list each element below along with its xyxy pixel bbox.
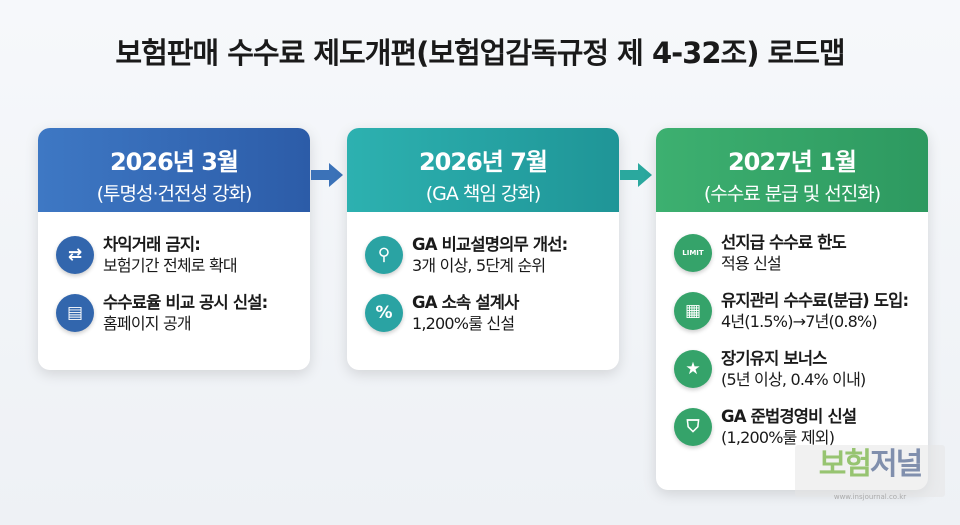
- list-item: ▦ 유지관리 수수료(분급) 도입: 4년(1.5%)→7년(0.8%): [674, 290, 928, 332]
- item-title: 선지급 수수료 한도: [721, 233, 847, 252]
- page-title: 보험판매 수수료 제도개편(보험업감독규정 제 4-32조) 로드맵: [115, 36, 845, 70]
- item-title: 유지관리 수수료(분급) 도입:: [721, 291, 909, 310]
- phase-subtitle: (수수료 분급 및 선진화): [703, 183, 881, 205]
- item-detail: 4년(1.5%)→7년(0.8%): [721, 312, 878, 331]
- item-detail: 적용 신설: [721, 254, 782, 273]
- exchange-arrows-icon: ⇄: [56, 236, 94, 274]
- document-icon: ▤: [56, 294, 94, 332]
- phase-subtitle: (GA 책임 강화): [425, 183, 542, 205]
- shield-icon: ⛉: [674, 408, 712, 446]
- list-item: ▤ 수수료율 비교 공시 신설: 홈페이지 공개: [56, 292, 310, 334]
- item-detail: 3개 이상, 5단계 순위: [412, 256, 546, 275]
- phase-subtitle: (투명성·건전성 강화): [96, 183, 253, 205]
- item-detail: 홈페이지 공개: [103, 314, 192, 333]
- phase-card-2026-03: 2026년 3월 (투명성·건전성 강화) ⇄ 차익거래 금지: 보험기간 전체로 …: [38, 128, 310, 370]
- star-icon: ★: [674, 350, 712, 388]
- list-item: % GA 소속 설계사 1,200%룰 신설: [365, 292, 619, 334]
- item-detail: 1,200%룰 신설: [412, 314, 515, 333]
- item-title: 장기유지 보너스: [721, 349, 827, 368]
- percent-icon: %: [365, 294, 403, 332]
- phase-date: 2027년 1월: [727, 148, 857, 176]
- limit-label: LIMIT: [682, 249, 704, 257]
- item-detail: 보험기간 전체로 확대: [103, 256, 238, 275]
- phase-date: 2026년 3월: [109, 148, 239, 176]
- phase-header: 2026년 3월 (투명성·건전성 강화): [38, 128, 310, 212]
- limit-icon: LIMIT: [674, 234, 712, 272]
- list-item: ⇄ 차익거래 금지: 보험기간 전체로 확대: [56, 234, 310, 276]
- phase-date: 2026년 7월: [418, 148, 548, 176]
- watermark-part2: 저널: [870, 447, 923, 482]
- list-item: ★ 장기유지 보너스 (5년 이상, 0.4% 이내): [674, 348, 928, 390]
- item-detail: (1,200%룰 제외): [721, 428, 835, 447]
- phase-header: 2027년 1월 (수수료 분급 및 선진화): [656, 128, 928, 212]
- list-item: ⚲ GA 비교설명의무 개선: 3개 이상, 5단계 순위: [365, 234, 619, 276]
- watermark-part1: 보험: [818, 447, 872, 482]
- watermark-logo: 보험저널 www.insjournal.co.kr: [795, 445, 945, 501]
- item-title: GA 준법경영비 신설: [721, 407, 857, 426]
- phase-header: 2026년 7월 (GA 책임 강화): [347, 128, 619, 212]
- gold-bars-icon: ▦: [674, 292, 712, 330]
- item-title: 차익거래 금지:: [103, 235, 201, 254]
- watermark-url: www.insjournal.co.kr: [833, 493, 907, 501]
- item-title: GA 소속 설계사: [412, 293, 519, 312]
- phase-card-2026-07: 2026년 7월 (GA 책임 강화) ⚲ GA 비교설명의무 개선: 3개 이상,…: [347, 128, 619, 370]
- item-title: 수수료율 비교 공시 신설:: [103, 293, 268, 312]
- magnifier-icon: ⚲: [365, 236, 403, 274]
- list-item: ⛉ GA 준법경영비 신설 (1,200%룰 제외): [674, 406, 928, 448]
- item-detail: (5년 이상, 0.4% 이내): [721, 370, 866, 389]
- item-title: GA 비교설명의무 개선:: [412, 235, 568, 254]
